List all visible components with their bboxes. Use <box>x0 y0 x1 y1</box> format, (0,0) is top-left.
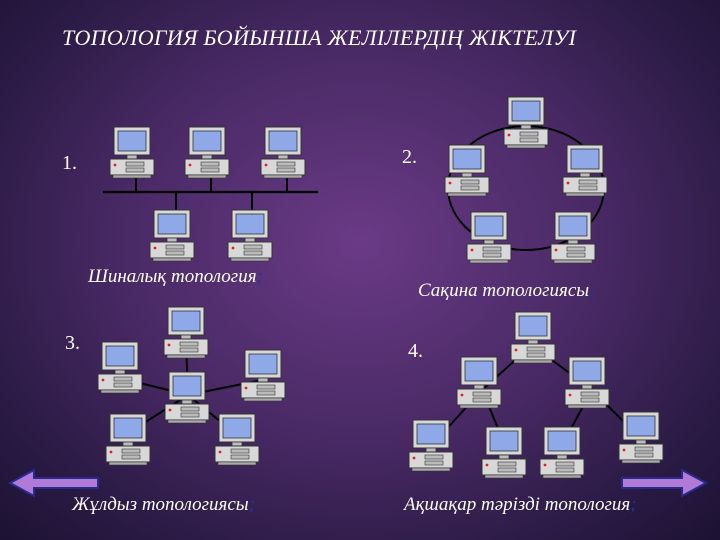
computer-icon <box>240 349 286 402</box>
slide-title: ТОПОЛОГИЯ БОЙЫНША ЖЕЛІЛЕРДІҢ ЖІКТЕЛУІ <box>62 25 577 50</box>
caption-star: Жұлдыз топологиясы; <box>72 494 255 515</box>
computer-icon <box>562 144 608 197</box>
computer-icon <box>539 426 585 479</box>
bus-topology <box>103 126 318 262</box>
computer-icon <box>564 356 610 409</box>
caption-tree: Ақшақар тәрізді топология; <box>404 494 637 515</box>
right-arrow-icon[interactable] <box>621 468 709 498</box>
computer-icon <box>105 413 151 466</box>
computer-icon <box>214 413 260 466</box>
computer-icon <box>481 426 527 479</box>
computer-icon <box>503 96 549 149</box>
computer-icon <box>97 341 143 394</box>
computer-icon <box>164 371 210 424</box>
computer-icon <box>184 126 230 179</box>
ring-topology <box>444 96 608 264</box>
computer-icon <box>408 419 454 472</box>
computer-icon <box>456 356 502 409</box>
left-arrow-icon[interactable] <box>7 468 99 498</box>
computer-icon <box>550 211 596 264</box>
computer-icon <box>466 211 512 264</box>
topology-number-bus: 1. <box>62 152 77 174</box>
computer-icon <box>444 144 490 197</box>
caption-bus: Шиналық топология; <box>88 266 263 287</box>
tree-topology <box>408 311 664 479</box>
star-topology <box>97 306 286 466</box>
computer-icon <box>109 126 155 179</box>
topology-number-tree: 4. <box>408 340 423 362</box>
computer-icon <box>163 306 209 359</box>
caption-ring: Сақина топологиясы; <box>418 280 596 301</box>
topology-number-star: 3. <box>65 332 80 354</box>
computer-icon <box>149 209 195 262</box>
computer-icon <box>510 311 556 364</box>
computer-icon <box>618 411 664 464</box>
computer-icon <box>227 209 273 262</box>
computer-icon <box>260 126 306 179</box>
topology-number-ring: 2. <box>402 146 417 168</box>
